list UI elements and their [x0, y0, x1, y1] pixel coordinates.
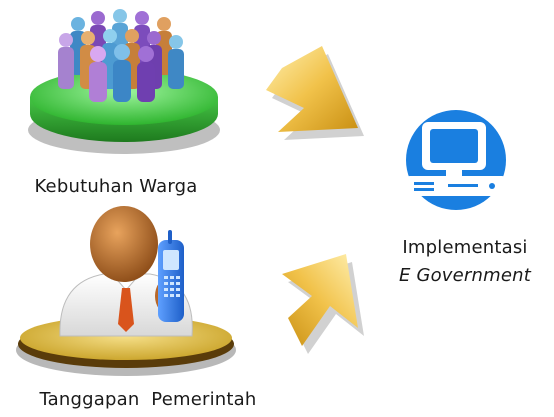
implementation-label: Implementasi	[402, 237, 528, 258]
implementation-sublabel: E Government	[398, 265, 532, 286]
citizens-label: Kebutuhan Warga	[34, 176, 198, 197]
government-label: Tanggapan Pemerintah	[39, 389, 257, 410]
arrow-icon	[266, 46, 364, 140]
arrow-lower	[274, 250, 374, 360]
businessman-with-phone-icon	[16, 206, 236, 376]
desktop-computer-icon	[406, 110, 506, 210]
arrow-upper	[262, 42, 372, 152]
arrow-icon	[282, 254, 364, 354]
implementation-node	[392, 104, 522, 216]
citizens-node	[20, 2, 228, 162]
crowd-on-platform-icon	[28, 9, 220, 154]
government-node	[8, 200, 248, 380]
